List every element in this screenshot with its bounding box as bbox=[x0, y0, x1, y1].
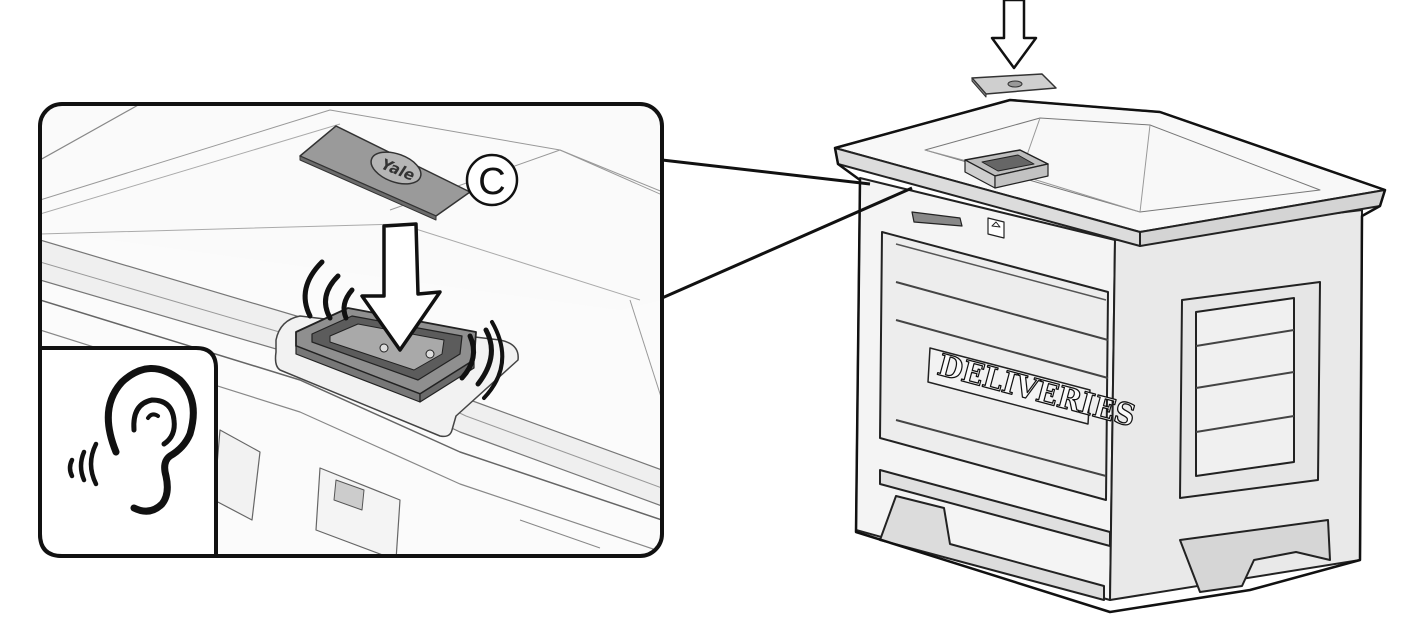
arrow-down-icon bbox=[360, 222, 442, 352]
callout-c: C bbox=[465, 153, 519, 207]
delivery-box: DELIVERIES bbox=[833, 0, 1387, 614]
tag-above-box bbox=[971, 73, 1057, 98]
sound-waves-icon bbox=[459, 320, 505, 400]
ear-hint-box bbox=[38, 346, 218, 558]
ear-icon bbox=[104, 365, 197, 515]
outline-arrow-down-icon bbox=[990, 0, 1038, 70]
sound-waves-icon bbox=[302, 259, 355, 321]
sound-waves-icon bbox=[67, 441, 99, 487]
detail-inset: Yale C bbox=[38, 102, 664, 558]
yale-tag: Yale bbox=[299, 125, 471, 221]
callout-letter: C bbox=[478, 161, 505, 203]
leader-lines bbox=[661, 158, 913, 300]
